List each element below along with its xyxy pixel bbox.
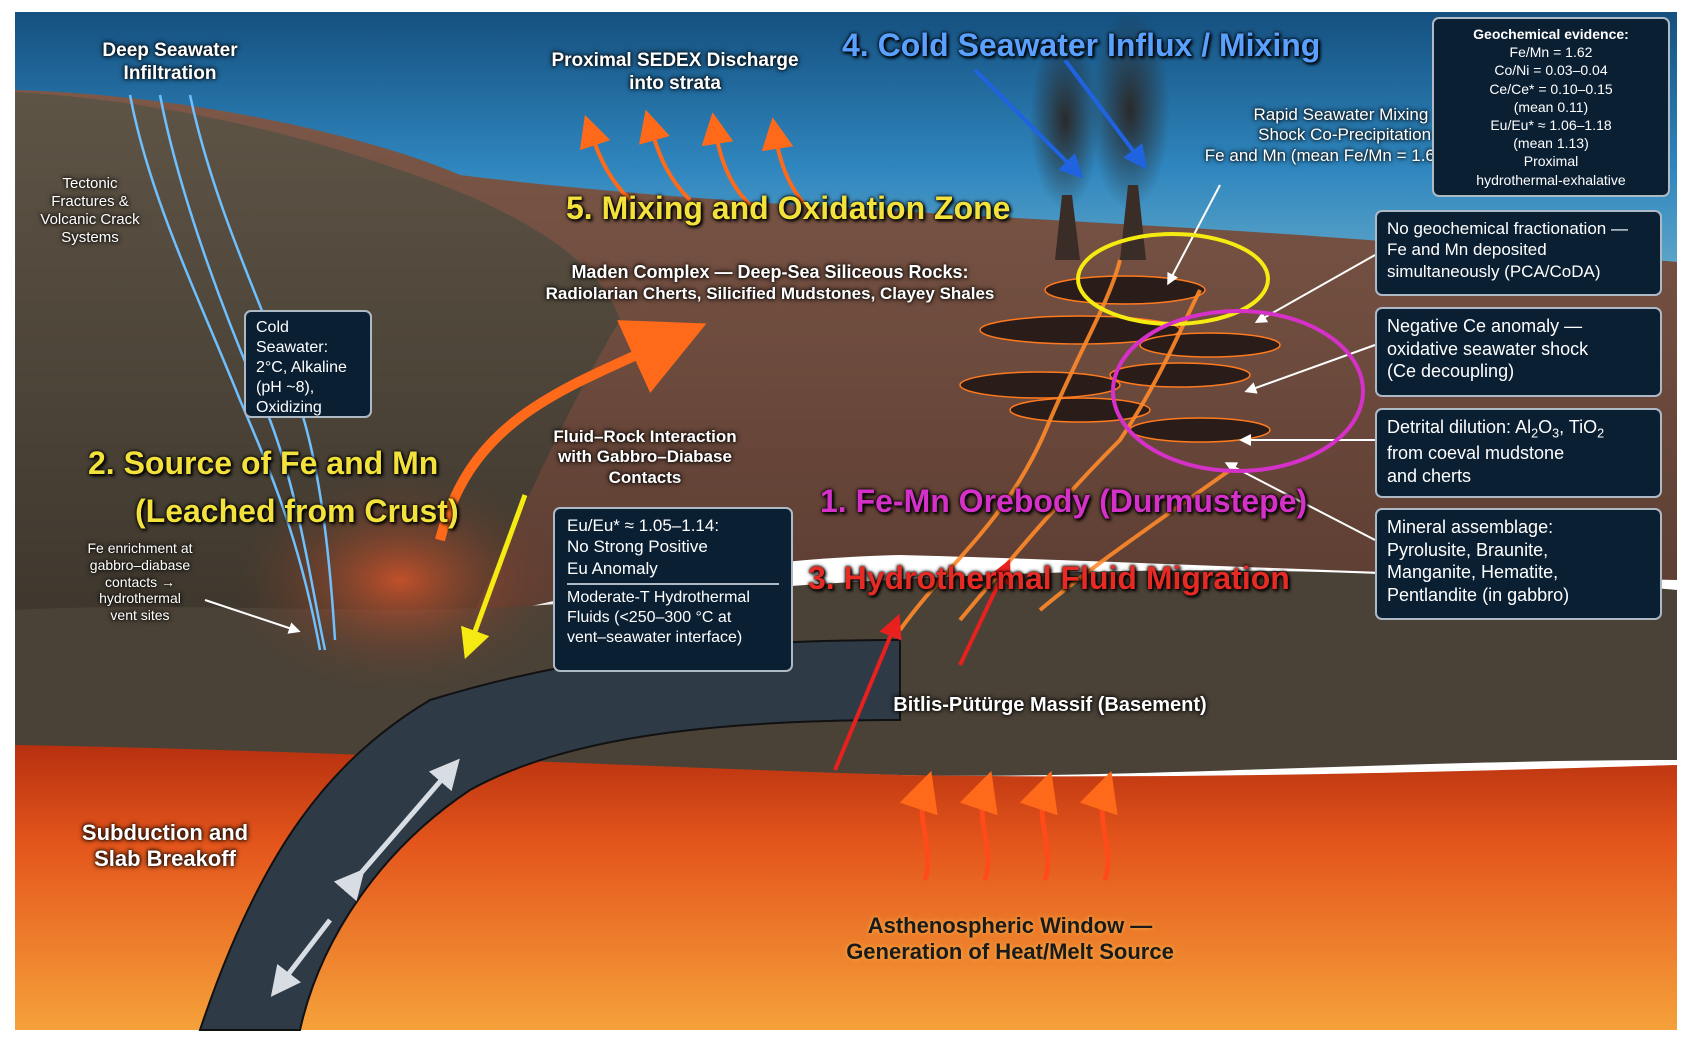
migration-arrow-1 bbox=[833, 613, 902, 771]
heading-hydrothermal-migration: 3. Hydrothermal Fluid Migration bbox=[808, 560, 1290, 596]
source-arrow bbox=[461, 494, 528, 660]
deep-seawater-label: Deep Seawater Infiltration bbox=[102, 40, 238, 84]
detrital-dilution-box: Detrital dilution: Al2O3, TiO2 from coev… bbox=[1375, 408, 1662, 498]
fluid-rock-label: Fluid–Rock Interaction with Gabbro–Diaba… bbox=[553, 427, 737, 487]
asthenosphere-label: Asthenospheric Window — Generation of He… bbox=[846, 913, 1174, 965]
heat-upwelling-arrows bbox=[899, 771, 1118, 881]
rapid-mixing-label: Rapid Seawater Mixing → Shock Co-Precipi… bbox=[1204, 105, 1450, 165]
sedex-discharge-arrows bbox=[579, 109, 812, 212]
geochemical-evidence-box: Geochemical evidence: Fe/Mn = 1.62 Co/Ni… bbox=[1432, 17, 1670, 197]
eu-anomaly-box: Eu/Eu* ≈ 1.05–1.14: No Strong Positive E… bbox=[553, 507, 793, 672]
cold-seawater-box: Cold Seawater: 2°C, Alkaline (pH ~8), Ox… bbox=[244, 310, 372, 418]
slab-motion-arrow-up bbox=[333, 758, 460, 902]
eu-anomaly-section: Eu/Eu* ≈ 1.05–1.14: No Strong Positive E… bbox=[567, 515, 779, 585]
heading-cold-seawater-influx: 4. Cold Seawater Influx / Mixing bbox=[842, 27, 1321, 63]
subduction-label: Subduction and Slab Breakoff bbox=[81, 820, 249, 872]
negative-ce-box: Negative Ce anomaly — oxidative seawater… bbox=[1375, 307, 1662, 397]
fe-enrichment-label: Fe enrichment at gabbro–diabase contacts… bbox=[87, 540, 193, 624]
fluid-flow-arrow bbox=[435, 320, 707, 542]
migration-arrow-2 bbox=[958, 559, 1011, 666]
heading-leached-from-crust: (Leached from Crust) bbox=[135, 493, 459, 529]
leader-lines bbox=[204, 184, 1376, 634]
bitlis-label: Bitlis-Pütürge Massif (Basement) bbox=[893, 694, 1207, 716]
influx-arrow-2 bbox=[1063, 58, 1148, 170]
tectonic-label: Tectonic Fractures & Volcanic Crack Syst… bbox=[40, 175, 140, 246]
orebody-outline bbox=[1111, 309, 1365, 473]
mineral-assemblage-box: Mineral assemblage: Pyrolusite, Braunite… bbox=[1375, 508, 1662, 620]
detrital-dilution-heading: Detrital dilution: Al2O3, TiO2 bbox=[1387, 417, 1605, 441]
no-fractionation-box: No geochemical fractionation — Fe and Mn… bbox=[1375, 210, 1662, 296]
heading-fe-mn-orebody: 1. Fe-Mn Orebody (Durmustepe) bbox=[820, 483, 1308, 519]
maden-complex-label: Maden Complex — Deep-Sea Siliceous Rocks… bbox=[545, 262, 995, 303]
heading-source-fe-mn: 2. Source of Fe and Mn bbox=[88, 445, 439, 481]
heading-mixing-oxidation-zone: 5. Mixing and Oxidation Zone bbox=[566, 190, 1011, 226]
sedex-label: Proximal SEDEX Discharge into strata bbox=[551, 50, 799, 94]
influx-arrow-1 bbox=[973, 68, 1084, 179]
slab-motion-arrow-down bbox=[270, 918, 332, 997]
fluid-temperature-section: Moderate-T Hydrothermal Fluids (<250–300… bbox=[567, 588, 750, 646]
